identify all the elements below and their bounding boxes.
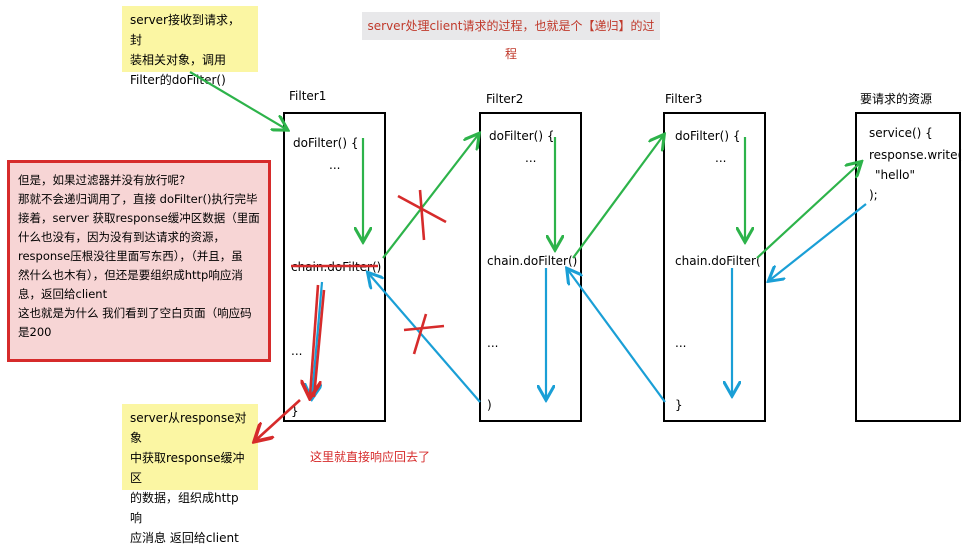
filter2-chain-call: chain.doFilter() [487, 254, 578, 268]
note-server-receives: server接收到请求，封 装相关对象，调用 Filter的doFilter() [122, 6, 258, 87]
arrows-layer [189, 71, 867, 495]
green-arrow-server-to-filter1 [189, 71, 286, 129]
filter1-open: doFilter() { [293, 136, 359, 150]
blue-arrow-filter3-to-filter2 [568, 270, 666, 403]
warning-note: 但是，如果过滤器并没有放行呢? 那就不会递归调用了，直接 doFilter()执… [7, 160, 271, 362]
filter2-label: Filter2 [486, 92, 524, 106]
filter3-dots-1: ... [715, 151, 727, 165]
filter1-label: Filter1 [289, 89, 327, 103]
blue-arrow-resource-to-filter3 [770, 203, 867, 280]
resource-line-2: response.write( [869, 148, 963, 162]
filter1-dots-1: ... [329, 158, 341, 172]
filter3-close: } [675, 398, 683, 412]
filter2-open: doFilter() { [489, 129, 555, 143]
blue-arrow-filter2-to-filter1 [369, 274, 481, 403]
red-annotation: 这里就直接响应回去了 [310, 450, 431, 464]
blue-arrow-filter1-down [312, 281, 324, 397]
resource-label: 要请求的资源 [860, 92, 933, 106]
filter1-close: } [291, 404, 299, 418]
resource-line-3: "hello" [875, 168, 916, 182]
green-arrow-filter3-to-resource [756, 163, 860, 259]
filter3-chain-call: chain.doFilter( [675, 254, 761, 268]
filter2-dots-1: ... [525, 151, 537, 165]
filter2-close: ) [487, 398, 492, 412]
red-arrow-to-note [256, 399, 301, 440]
red-cross-bottom-b [412, 313, 428, 355]
resource-box: service() { response.write( "hello" ); [855, 112, 963, 422]
red-cross-bottom-a [403, 324, 445, 332]
green-arrow-filter1-to-filter2 [382, 135, 478, 259]
filter2-box: doFilter() { ... chain.doFilter() ... ) [479, 112, 582, 422]
green-arrow-filter2-to-filter3 [572, 136, 663, 259]
filter3-dots-2: ... [675, 336, 687, 350]
filter1-dots-2: ... [291, 344, 303, 358]
diagram-title: server处理client请求的过程，也就是个【递归】的过程 [362, 12, 660, 61]
resource-line-1: service() { [869, 126, 933, 140]
red-cross-top-b [418, 189, 426, 241]
filter3-open: doFilter() { [675, 129, 741, 143]
red-arrow-filter1-down [310, 284, 318, 396]
resource-line-4: ); [869, 188, 878, 202]
red-arrow-filter1-down-b [312, 289, 326, 398]
filter3-box: doFilter() { ... chain.doFilter( ... } [663, 112, 766, 422]
filter3-label: Filter3 [665, 92, 703, 106]
filter2-dots-2: ... [487, 336, 499, 350]
